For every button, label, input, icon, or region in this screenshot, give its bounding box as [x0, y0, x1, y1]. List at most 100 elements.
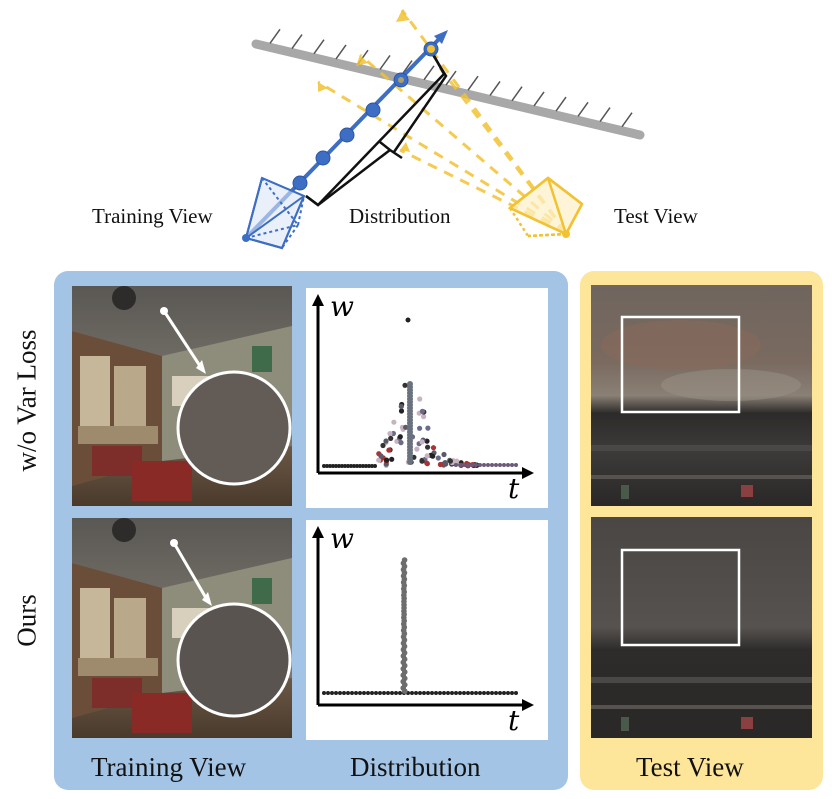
scatter-point	[458, 463, 462, 467]
scatter-point	[435, 455, 441, 461]
scatter-point	[430, 445, 437, 451]
scatter-point	[494, 463, 498, 467]
test-view-image-row1	[591, 285, 812, 506]
scatter-point	[402, 382, 408, 388]
scatter-point	[322, 464, 326, 468]
scatter-point	[419, 458, 425, 464]
distribution-plot-row1-graphic	[312, 294, 534, 479]
scatter-point	[441, 451, 447, 458]
scatter-point	[343, 464, 347, 468]
y-axis-label-row2: w	[330, 522, 354, 555]
scatter-point	[346, 464, 350, 468]
scatter-points-row2	[322, 557, 518, 695]
surface-hatch	[621, 112, 633, 128]
bottom-label-test-view: Test View	[636, 752, 744, 782]
scatter-point	[424, 460, 430, 466]
scatter-point	[434, 691, 438, 695]
scatter-point	[510, 463, 514, 467]
scatter-point	[502, 691, 506, 695]
scatter-point	[350, 691, 354, 695]
surface-hatch	[445, 70, 457, 86]
scatter-point	[414, 691, 418, 695]
bottom-label-training-view: Training View	[91, 752, 247, 782]
scatter-point	[370, 691, 374, 695]
scatter-point	[378, 691, 382, 695]
scatter-point	[478, 691, 482, 695]
surface-hatch	[511, 86, 523, 102]
scatter-point	[403, 424, 409, 430]
scatter-points-row1	[322, 317, 518, 469]
scatter-point	[437, 461, 443, 468]
distribution-plot-row2	[306, 520, 548, 740]
surface-hatch	[313, 39, 325, 55]
scatter-point	[391, 419, 397, 425]
scatter-point	[494, 691, 498, 695]
scatter-point	[454, 463, 458, 467]
scatter-point	[506, 463, 510, 467]
scatter-point	[398, 440, 404, 446]
surface-hatch	[599, 107, 611, 122]
scatter-point	[410, 691, 414, 695]
test-view-image-row2	[591, 517, 812, 738]
scatter-point	[414, 446, 420, 452]
scatter-point	[462, 691, 466, 695]
scatter-point	[466, 691, 470, 695]
scatter-point	[384, 457, 390, 463]
row-label-without-var-loss: w/o Var Loss	[11, 329, 42, 472]
top-label-distribution: Distribution	[349, 204, 451, 228]
surface-hatch	[577, 101, 589, 117]
scatter-point	[373, 464, 377, 468]
scatter-point	[470, 691, 474, 695]
ray-diagram	[242, 9, 645, 250]
scatter-point	[447, 458, 453, 464]
surface-hatch	[291, 34, 303, 49]
scatter-point	[388, 435, 394, 441]
scatter-point	[443, 461, 449, 467]
scatter-point	[382, 691, 386, 695]
bottom-label-distribution: Distribution	[350, 752, 481, 782]
scatter-point	[490, 691, 494, 695]
scatter-point	[418, 691, 422, 695]
scatter-point	[498, 691, 502, 695]
scatter-point	[430, 691, 434, 695]
scatter-point	[425, 425, 431, 431]
scatter-point	[326, 691, 330, 695]
row-label-ours: Ours	[11, 594, 42, 647]
scatter-point	[378, 453, 384, 459]
scatter-point	[398, 691, 402, 695]
scatter-point	[342, 691, 346, 695]
scatter-point	[361, 464, 365, 468]
scatter-point	[446, 691, 450, 695]
top-label-training-view: Training View	[92, 204, 213, 228]
scatter-point	[340, 464, 344, 468]
scatter-point	[425, 444, 431, 450]
scatter-point	[458, 691, 462, 695]
scatter-point	[482, 463, 486, 467]
scatter-point	[352, 464, 356, 468]
training-camera	[244, 176, 306, 250]
top-label-test-view: Test View	[614, 204, 698, 228]
scatter-point	[366, 691, 370, 695]
x-axis-label-row1: t	[508, 472, 520, 505]
surface-hatch	[269, 28, 281, 44]
scatter-point	[355, 464, 359, 468]
scatter-point	[367, 464, 371, 468]
scatter-point	[442, 691, 446, 695]
scatter-point	[349, 464, 353, 468]
scatter-point	[394, 691, 398, 695]
scatter-point	[419, 439, 425, 445]
scatter-point	[424, 438, 430, 444]
scatter-point	[397, 434, 403, 440]
scatter-point	[426, 691, 430, 695]
scatter-point	[422, 691, 426, 695]
training-view-image-row2	[72, 518, 292, 738]
scatter-point	[358, 464, 362, 468]
scatter-point	[486, 691, 490, 695]
scatter-point	[390, 691, 394, 695]
scatter-point	[490, 463, 494, 467]
scatter-point	[387, 431, 393, 437]
scatter-point	[514, 691, 518, 695]
scatter-point	[330, 691, 334, 695]
scatter-point	[486, 463, 490, 467]
scatter-point	[398, 408, 405, 414]
